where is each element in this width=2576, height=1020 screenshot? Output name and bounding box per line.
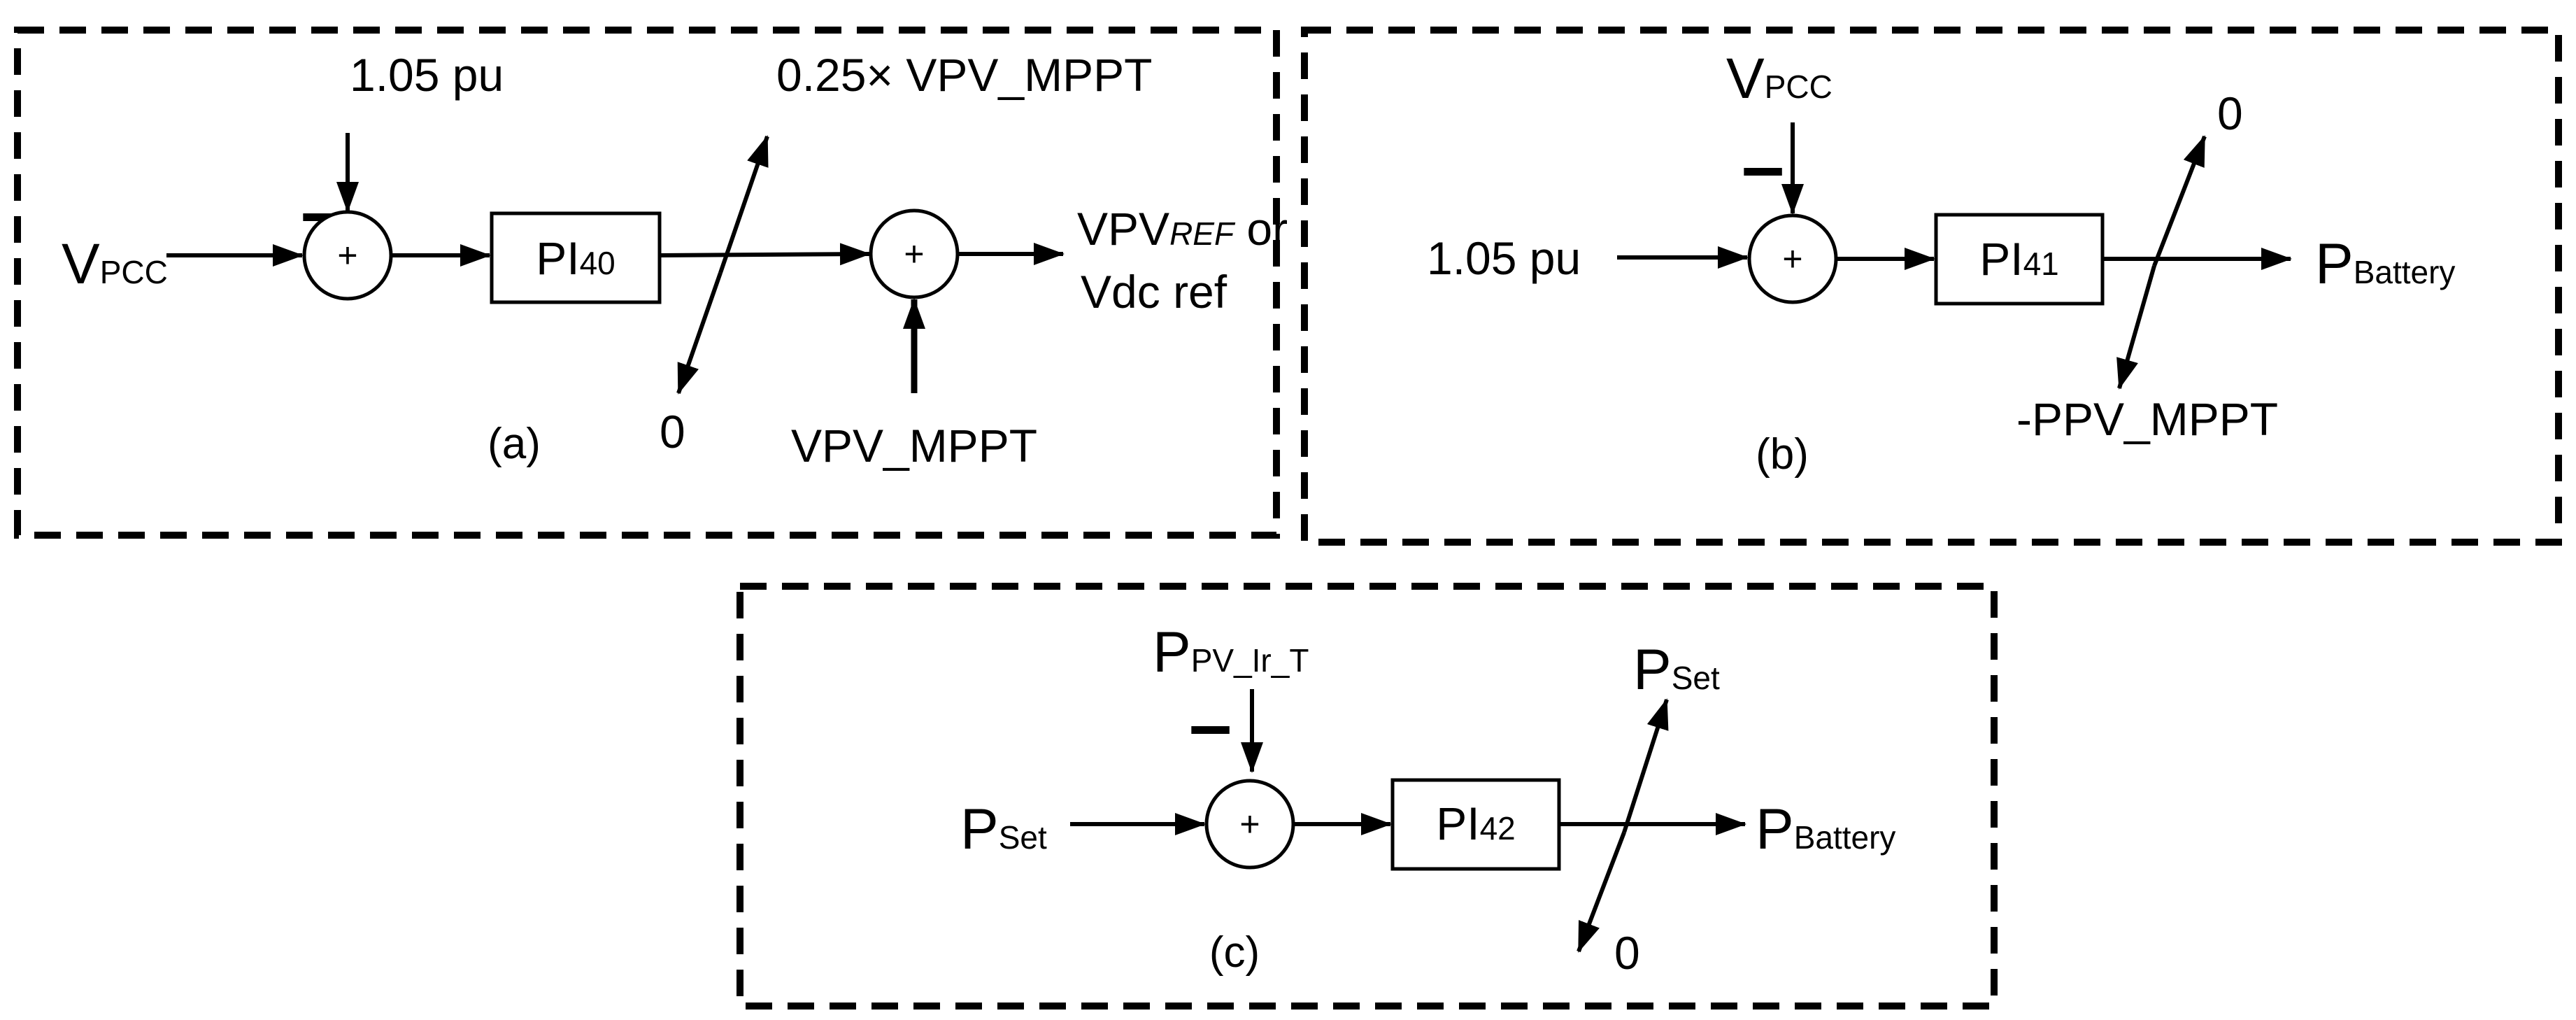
panel-b-frame (1301, 27, 2562, 546)
panel-b-minus-sign: – (1742, 123, 1784, 209)
panel-b-pi-label: PI41 (1979, 233, 2059, 285)
panel-a-setpoint-label: 1.05 pu (350, 49, 504, 101)
panel-b-caption: (b) (1756, 430, 1809, 479)
panel-c-limiter-upper-arrow (1622, 698, 1669, 833)
panel-b-sum-sign: + (1782, 239, 1802, 278)
panel-c-disturbance-subscript: PV_Ir_T (1191, 642, 1309, 679)
panel-a-pi-controller (490, 211, 662, 304)
panel-b-limiter-upper-arrow (2152, 135, 2207, 267)
panel-a-output-subscript: REF (1169, 215, 1236, 252)
panel-a-limiter-lower-arrow (676, 272, 723, 395)
panel-b-disturbance-label: VPCC (1726, 47, 1833, 111)
panel-b-limiter-lower-arrow (2116, 265, 2156, 390)
panel-a-limit-lower: 0 (660, 406, 685, 458)
panel-c-limit-lower: 0 (1614, 927, 1640, 979)
panel-a-offset-label: VPV_MPPT (791, 420, 1037, 472)
panel-a-input-subscript: PCC (100, 254, 168, 290)
panel-b: VPCC – 1.05 pu + PI41 PBattery 0 -PPV_MP… (1301, 27, 2562, 546)
panel-a-frame (14, 27, 1280, 539)
panel-b-pi-subscript: 41 (2023, 246, 2059, 282)
panel-a-pi-to-sum-arrow (659, 243, 871, 266)
panel-a-pi-subscript: 40 (580, 245, 615, 281)
panel-c-limit-upper-label: PSet (1633, 638, 1720, 702)
panel-c-pi-label: PI42 (1436, 798, 1516, 849)
panel-c-input-subscript: Set (999, 819, 1047, 856)
panel-c-output-subscript: Battery (1794, 819, 1896, 856)
panel-c-minus-sign: – (1189, 681, 1232, 767)
panel-a-pi-label: PI40 (536, 232, 615, 284)
panel-b-output-label: PBattery (2315, 232, 2455, 296)
panel-c: PPV_Ir_T – PSet + PI42 PBattery PSet 0 (… (736, 583, 1998, 1010)
panel-a-limit-upper: 0.25× VPV_MPPT (776, 49, 1152, 101)
panel-c-limit-upper-subscript: Set (1672, 660, 1720, 696)
panel-a-output-line1: VPVREF or (1077, 203, 1288, 255)
panel-b-limit-upper: 0 (2217, 87, 2243, 139)
panel-c-pi-subscript: 42 (1480, 810, 1516, 847)
panel-a-limiter-upper-arrow (718, 135, 769, 274)
panel-c-caption: (c) (1209, 928, 1260, 977)
panel-c-pi-controller (1390, 778, 1561, 871)
panel-a: VPCC 1.05 pu – + PI40 0.25× VPV_MPPT 0 +… (14, 27, 1288, 539)
panel-a-input-label: VPCC (62, 232, 168, 296)
panel-b-output-subscript: Battery (2354, 254, 2456, 290)
panel-a-sum-sign: + (337, 236, 357, 275)
panel-b-pi-controller (1934, 213, 2105, 306)
panel-c-disturbance-label: PPV_Ir_T (1153, 621, 1309, 684)
panel-a-caption: (a) (488, 420, 541, 468)
panel-b-limit-lower: -PPV_MPPT (2016, 393, 2278, 445)
panel-b-input-label: 1.05 pu (1427, 232, 1581, 284)
panel-a-sum2-sign: + (904, 234, 924, 274)
panel-c-frame (736, 583, 1998, 1010)
panel-c-input-label: PSet (960, 798, 1047, 861)
panel-a-output-line2: Vdc ref (1081, 266, 1227, 318)
panel-c-limiter-lower-arrow (1577, 831, 1626, 953)
panel-c-output-label: PBattery (1756, 798, 1895, 861)
panel-c-sum-sign: + (1239, 805, 1260, 844)
panel-b-disturbance-subscript: PCC (1765, 69, 1833, 105)
